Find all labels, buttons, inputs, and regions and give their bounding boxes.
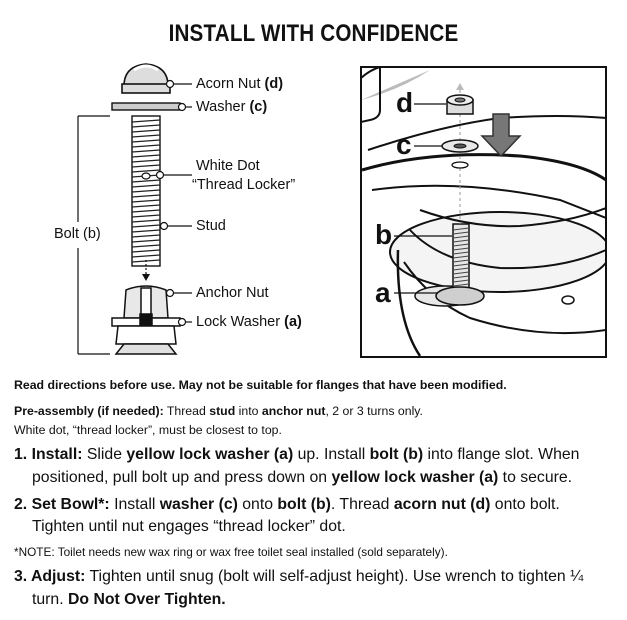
washer-drawing [111, 102, 181, 111]
white-dot-label: White Dot [196, 158, 260, 174]
step-install-line-1: 1. Install: Slide yellow lock washer (a)… [14, 446, 580, 463]
step-set-bowl-line-1: 2. Set Bowl*: Install washer (c) onto bo… [14, 496, 560, 513]
lock-washer-label: Lock Washer (a) [196, 314, 302, 330]
photo-letter-b: b [375, 219, 393, 250]
bolt-bracket [77, 115, 110, 355]
lock-washer-drawing [111, 313, 181, 355]
white-dot-marker [141, 172, 151, 180]
installation-photo [360, 66, 607, 358]
leader-lines [155, 79, 192, 327]
photo-letter-c: c [396, 129, 412, 160]
acorn-nut-drawing [121, 63, 171, 94]
anchor-nut-label: Anchor Nut [196, 285, 269, 301]
stud-drawing [131, 115, 161, 267]
acorn-nut-label: Acorn Nut (d) [196, 76, 284, 92]
anchor-nut-drawing [123, 285, 169, 319]
stud-label: Stud [196, 218, 226, 234]
washer-label: Washer (c) [196, 99, 268, 115]
step-adjust-line-2: turn. Do Not Over Tighten. [32, 591, 226, 608]
notice-text: Read directions before use. May not be s… [14, 378, 507, 392]
step-install-line-2: positioned, pull bolt up and press down … [32, 469, 573, 486]
note-text: *NOTE: Toilet needs new wax ring or wax … [14, 545, 448, 559]
bolt-label: Bolt (b) [54, 226, 101, 242]
thread-locker-label: “Thread Locker” [192, 177, 296, 193]
bolt-diagram [77, 63, 607, 358]
photo-letter-a: a [375, 277, 391, 308]
preassembly-line-1: Pre-assembly (if needed): Thread stud in… [14, 404, 423, 418]
photo-letter-d: d [396, 87, 414, 118]
preassembly-line-2: White dot, “thread locker”, must be clos… [14, 423, 282, 437]
step-adjust-line-1: 3. Adjust: Tighten until snug (bolt will… [14, 568, 584, 585]
step-set-bowl-line-2: Tighten until nut engages “thread locker… [32, 518, 346, 535]
page-title: INSTALL WITH CONFIDENCE [168, 20, 459, 47]
